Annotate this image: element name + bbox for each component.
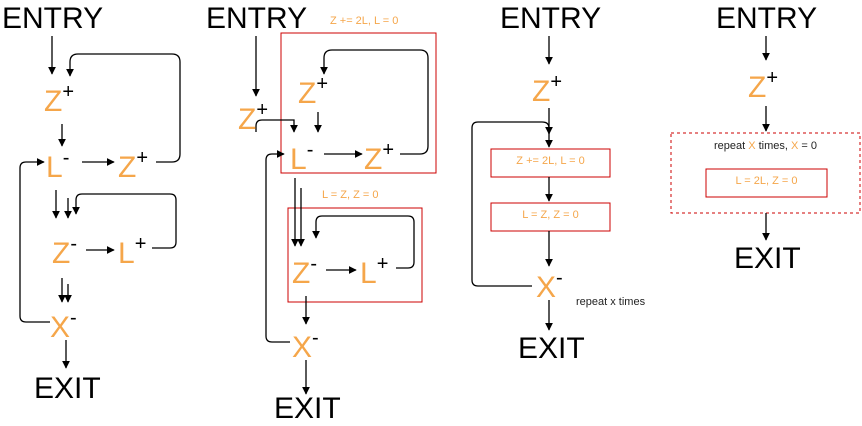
g1-node-x-minus-sign: -: [70, 307, 77, 329]
g2-node-z-out-var: Z: [238, 103, 257, 136]
g1-node-l-plus[interactable]: L+: [118, 233, 147, 270]
g4-repeat-var2: X: [791, 140, 799, 152]
g4-node-z-plus-var: Z: [748, 71, 767, 104]
g3-node-x-minus[interactable]: X-: [536, 267, 563, 304]
g2-node-z-in-sign: +: [316, 73, 329, 95]
g2-node-z-minus-var: Z: [292, 257, 311, 290]
g1-node-z-plus-var: Z: [44, 85, 63, 118]
g2-node-z-in-var: Z: [298, 77, 317, 110]
g4-entry-label: ENTRY: [716, 2, 818, 35]
g2-node-z2-plus[interactable]: Z+: [364, 139, 395, 176]
g2-node-l-plus[interactable]: L+: [360, 253, 389, 290]
g1-node-z-minus-var: Z: [52, 237, 71, 270]
g4-repeat-suffix: = 0: [798, 140, 818, 152]
g1-edge-z2-loop: [66, 53, 181, 163]
g2-box1: [280, 32, 437, 174]
g2-node-l-minus-sign: -: [306, 139, 314, 161]
g2-node-l-minus-var: L: [290, 143, 307, 176]
g1-node-x-minus[interactable]: X-: [50, 307, 77, 344]
g3-node-z-plus-var: Z: [532, 75, 551, 108]
g1-node-l-plus-var: L: [118, 237, 135, 270]
g1-node-l-minus[interactable]: L-: [46, 147, 70, 184]
g3-node-x-minus-var: X: [536, 271, 557, 304]
g1-edge-x-loop: [19, 158, 50, 323]
g2-edge-x-loop: [265, 150, 290, 343]
g1-entry-label: ENTRY: [2, 2, 104, 35]
g3-edge-x-loop: [471, 121, 553, 287]
g1-node-z-minus-sign: -: [70, 233, 77, 255]
g1-node-l-minus-var: L: [46, 151, 63, 184]
g3-repeat-note: repeat x times: [576, 296, 646, 308]
g3-node-z-plus-sign: +: [550, 71, 563, 93]
g2-exit-label: EXIT: [274, 392, 341, 425]
g1-exit-label: EXIT: [34, 372, 101, 405]
g2-box2-title: L = Z, Z = 0: [322, 189, 379, 201]
g1-node-x-minus-var: X: [50, 311, 71, 344]
g2-node-l-plus-sign: +: [376, 253, 389, 275]
g3-node-x-minus-sign: -: [556, 267, 563, 289]
g2-node-l-minus[interactable]: L-: [290, 139, 314, 176]
g1-node-z-plus[interactable]: Z+: [44, 81, 75, 118]
g1-node-l-plus-sign: +: [134, 233, 147, 255]
g4-exit-label: EXIT: [734, 242, 801, 275]
g2-node-z-minus[interactable]: Z-: [292, 253, 317, 290]
g1-node-l-minus-sign: -: [62, 147, 70, 169]
g1-node-z-minus[interactable]: Z-: [52, 233, 77, 270]
g2-node-x-minus-sign: -: [312, 327, 319, 349]
g4-inner-box-label: L = 2L, Z = 0: [735, 175, 798, 187]
g2-node-z-out-plus[interactable]: Z+: [238, 99, 269, 136]
graph1-edges: [19, 36, 181, 369]
g3-exit-label: EXIT: [518, 332, 585, 365]
g2-node-z-out-sign: +: [256, 99, 269, 121]
g2-node-z-in-plus[interactable]: Z+: [298, 73, 329, 110]
g4-repeat-label: repeat X times, X = 0: [671, 141, 860, 152]
g2-node-z-minus-sign: -: [310, 253, 317, 275]
g1-node-z2-plus-sign: +: [136, 147, 149, 169]
g3-box1-label: Z += 2L, L = 0: [516, 155, 585, 167]
graph2-edges: [252, 36, 429, 395]
g2-edge-z2-loop: [320, 49, 429, 155]
g1-node-z2-plus[interactable]: Z+: [118, 147, 149, 184]
g4-repeat-var: X: [748, 140, 756, 152]
g4-repeat-frame: [670, 132, 861, 214]
g1-node-z-plus-sign: +: [62, 81, 75, 103]
g2-node-x-minus-var: X: [292, 331, 313, 364]
g2-entry-label: ENTRY: [206, 2, 308, 35]
g4-inner-frame: [705, 168, 828, 198]
g3-box2-label: L = Z, Z = 0: [522, 209, 579, 221]
g3-node-z-plus[interactable]: Z+: [532, 71, 563, 108]
g2-node-z2-plus-sign: +: [382, 139, 395, 161]
g2-box1-title: Z += 2L, L = 0: [330, 15, 399, 27]
g1-node-z2-plus-var: Z: [118, 151, 137, 184]
g4-node-z-plus[interactable]: Z+: [748, 67, 779, 104]
g3-box1-frame: [490, 148, 611, 178]
g4-repeat-middle: times,: [755, 140, 792, 152]
g3-entry-label: ENTRY: [500, 2, 602, 35]
g2-node-x-minus[interactable]: X-: [292, 327, 319, 364]
g2-edge-zout-l: [255, 119, 298, 133]
g3-box2-frame: [490, 202, 611, 232]
g2-edge-lp-loop: [312, 215, 415, 269]
g2-box2: [287, 207, 423, 303]
g4-node-z-plus-sign: +: [766, 67, 779, 89]
g2-node-z2-plus-var: Z: [364, 143, 383, 176]
g4-repeat-prefix: repeat: [713, 140, 749, 152]
g2-node-l-plus-var: L: [360, 257, 377, 290]
g1-edge-lp-loop: [72, 193, 177, 249]
graph3-edges: [471, 36, 553, 331]
